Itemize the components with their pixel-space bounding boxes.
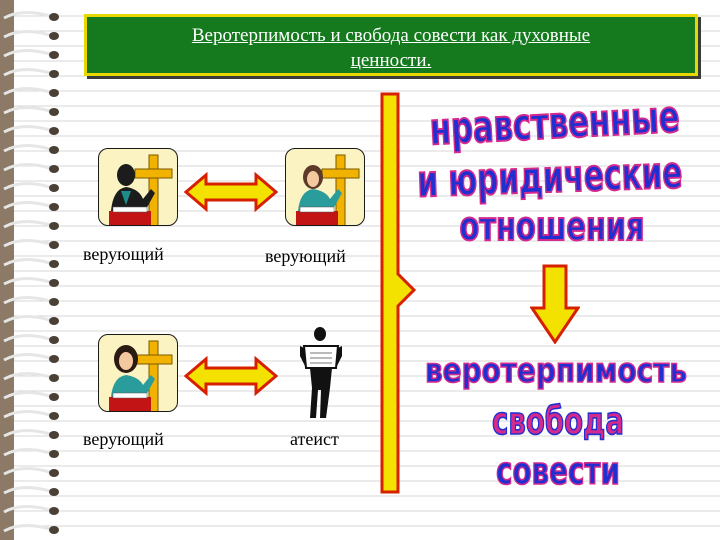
spiral-ring	[3, 239, 51, 248]
believer-woman-icon	[296, 154, 360, 225]
spiral-ring	[3, 11, 51, 20]
title-line-2: ценности.	[350, 50, 432, 71]
spiral-ring	[3, 334, 51, 343]
vertical-bracket-arrow	[380, 92, 417, 494]
spiral-ring	[3, 505, 51, 514]
title-box: Веротерпимость и свобода совести как дух…	[84, 14, 698, 76]
spiral-ring	[3, 524, 51, 533]
label-atheist: атеист	[290, 429, 339, 449]
relations-wordart: нравственные и юридические отношения	[416, 91, 685, 251]
believer-woman-card	[285, 148, 365, 226]
ring-hole	[49, 165, 59, 173]
spiral-ring	[3, 486, 51, 495]
ring-hole	[49, 298, 59, 306]
ring-hole	[49, 355, 59, 363]
spiral-ring	[3, 125, 51, 134]
spiral-ring	[3, 391, 51, 400]
page-title: Веротерпимость и свобода совести как дух…	[87, 23, 695, 73]
relation-double-arrow-1	[184, 172, 278, 212]
spiral-ring	[3, 467, 51, 476]
ring-hole	[49, 507, 59, 515]
ring-hole	[49, 336, 59, 344]
ring-hole	[49, 70, 59, 78]
ring-hole	[49, 450, 59, 458]
ring-hole	[49, 393, 59, 401]
spiral-ring	[3, 410, 51, 419]
label-believer-2: верующий	[265, 246, 346, 266]
spiral-ring	[3, 49, 51, 58]
ring-hole	[49, 431, 59, 439]
relation-double-arrow-2	[184, 356, 278, 396]
ring-hole	[49, 127, 59, 135]
result-line-2: свобода	[492, 399, 624, 443]
believer-man-card	[98, 148, 178, 226]
believer-woman-icon	[109, 340, 173, 411]
ring-hole	[49, 317, 59, 325]
spiral-ring	[3, 182, 51, 191]
spiral-ring	[3, 448, 51, 457]
spiral-ring	[3, 163, 51, 172]
title-line-1: Веротерпимость и свобода совести как дух…	[191, 25, 591, 46]
relations-line-3: отношения	[460, 204, 645, 250]
spiral-ring	[3, 277, 51, 286]
believer-man-icon	[109, 154, 173, 225]
believer-woman-card-2	[98, 334, 178, 412]
ring-hole	[49, 222, 59, 230]
spiral-binding	[3, 11, 59, 534]
ring-hole	[49, 89, 59, 97]
down-arrow	[530, 264, 580, 344]
spiral-ring	[3, 258, 51, 267]
relations-line-1: нравственные	[428, 92, 680, 156]
spiral-ring	[3, 372, 51, 381]
spiral-ring	[3, 353, 51, 362]
ring-hole	[49, 51, 59, 59]
ring-hole	[49, 146, 59, 154]
result-wordart: веротерпимость свобода совести	[424, 350, 688, 494]
ring-hole	[49, 526, 59, 534]
ring-hole	[49, 469, 59, 477]
ring-hole	[49, 279, 59, 287]
ring-hole	[49, 241, 59, 249]
ring-hole	[49, 374, 59, 382]
spiral-ring	[3, 87, 51, 96]
result-line-1: веротерпимость	[425, 351, 687, 391]
spiral-ring	[3, 106, 51, 115]
spiral-ring	[3, 144, 51, 153]
ring-hole	[49, 184, 59, 192]
relations-line-2: и юридические	[417, 147, 684, 207]
ring-hole	[49, 13, 59, 21]
label-believer-1: верующий	[83, 244, 164, 264]
result-line-3: совести	[496, 449, 620, 493]
ring-hole	[49, 260, 59, 268]
label-believer-3: верующий	[83, 429, 164, 449]
spiral-ring	[3, 68, 51, 77]
spiral-ring	[3, 429, 51, 438]
spiral-ring	[3, 296, 51, 305]
notebook-paper	[14, 0, 720, 540]
ring-hole	[49, 32, 59, 40]
ring-hole	[49, 412, 59, 420]
ring-hole	[49, 108, 59, 116]
ring-hole	[49, 488, 59, 496]
spiral-ring	[3, 201, 51, 210]
spiral-ring	[3, 220, 51, 229]
spiral-ring	[3, 315, 51, 324]
ring-hole	[49, 203, 59, 211]
spiral-ring	[3, 30, 51, 39]
atheist-reading-icon	[300, 327, 342, 418]
